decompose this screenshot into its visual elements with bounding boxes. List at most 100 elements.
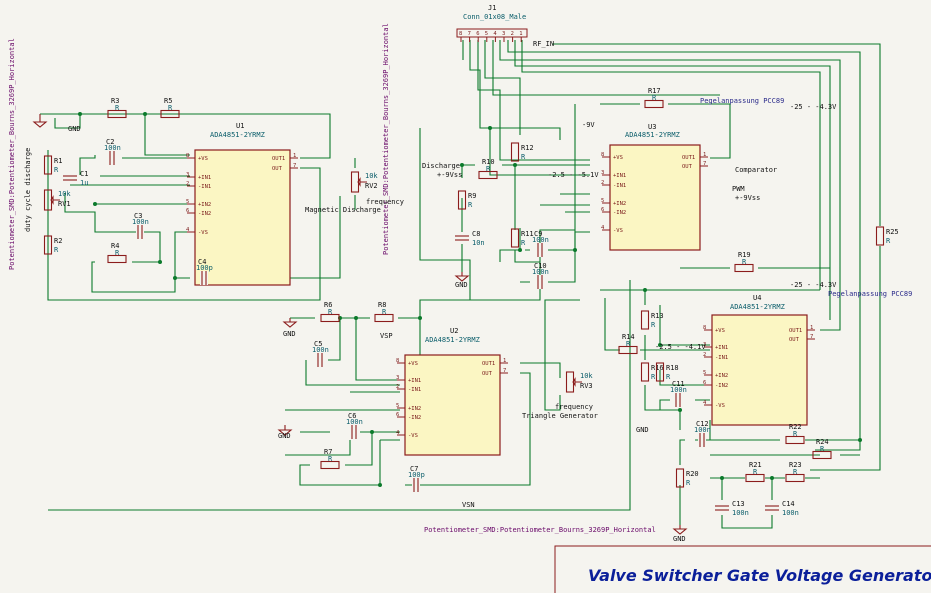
gnd-label-5: GND (673, 535, 686, 543)
ic-u3-rlabel-0: OUT1 (682, 155, 695, 161)
ic-u3-rlabel-1: OUT (682, 164, 693, 170)
j1-pin-3: 3 (502, 31, 505, 37)
ic-u2-rlabel-0: OUT1 (482, 361, 495, 367)
resistor-r9: R9R (457, 190, 476, 210)
potentiometer-ref-rv3: RV3 (580, 382, 593, 390)
ic-u2-label-2: -IN1 (408, 387, 421, 393)
ic-u4-pin-8: 8 (703, 325, 706, 331)
ic-u2-label-1: +IN1 (408, 378, 421, 384)
ic-u2-pin-4: 4 (396, 430, 400, 436)
ic-u4-label-4: -IN2 (715, 383, 728, 389)
resistor-ref-r21: R21 (749, 461, 762, 469)
resistor-ref-r2: R2 (54, 237, 62, 245)
potentiometer-value-rv1: 10k (58, 190, 71, 198)
pwm-amp-label: +-9Vss (735, 194, 760, 202)
capacitor-value-c9: 100n (532, 236, 549, 244)
ic-u1-pin-4: 4 (186, 227, 190, 233)
j1-pin-5: 5 (485, 31, 488, 37)
ic-u3-label-0: +VS (613, 155, 623, 161)
resistor-value-r25: R (886, 237, 891, 245)
ic-u4: U4 ADA4851-2YRMZ (711, 294, 808, 426)
ic-u1-rlabel-0: OUT1 (272, 156, 285, 162)
ic-u3-pin-5: 5 (601, 198, 604, 204)
schematic-title: Valve Switcher Gate Voltage Generator (588, 566, 931, 585)
resistor-value-r5: R (168, 104, 173, 112)
j1-pin-1: 1 (519, 31, 522, 37)
ic-u1-label-1: +IN1 (198, 175, 211, 181)
gnd-label-2: GND (455, 281, 468, 289)
resistor-r8: R8R (374, 301, 394, 323)
capacitor-value-c10: 100n (532, 268, 549, 276)
ic-u1-pin-8: 8 (186, 153, 189, 159)
resistor-value-r16: R (651, 373, 656, 381)
capacitor-value-c5: 100n (312, 346, 329, 354)
resistor-value-r22: R (793, 430, 798, 438)
ic-u3-pin-4: 4 (601, 225, 605, 231)
u1-ref: U1 (236, 122, 244, 130)
ic-u4-pin-6: 6 (703, 380, 706, 386)
capacitor-ref-c13: C13 (732, 500, 745, 508)
ic-u4-label-1: +IN1 (715, 345, 728, 351)
resistor-value-r20: R (686, 479, 691, 487)
ic-u3-pin-8: 8 (601, 152, 604, 158)
resistor-ref-r11: R11 (521, 230, 534, 238)
resistor-value-r14: R (626, 340, 631, 348)
ic-u1-label-5: -VS (198, 230, 208, 236)
ic-u4-label-3: +IN2 (715, 373, 728, 379)
resistor-value-r23: R (793, 468, 798, 476)
capacitor-ref-c2: C2 (106, 138, 114, 146)
resistor-ref-r19: R19 (738, 251, 751, 259)
ic-u4-rlabel-1: OUT (789, 337, 800, 343)
resistor-ref-r13: R13 (651, 312, 664, 320)
u2-value: ADA4851-2YRMZ (425, 336, 480, 344)
ic-u3-label-1: +IN1 (613, 173, 626, 179)
resistor-value-r24: R (820, 445, 825, 453)
gnd-symbols (32, 114, 688, 535)
rv3-footprint: Potentiometer_SMD:Potentiometer_Bourns_3… (424, 526, 656, 534)
ic-u2-label-5: -VS (408, 433, 418, 439)
net-labels: GND GND GND GND GND GND VSN VSP RF_IN -9… (68, 40, 912, 543)
ic-u2-pin-2: 2 (396, 384, 399, 390)
rv3-label-1: frequency (555, 403, 593, 411)
potentiometer-ref-rv1: RV1 (58, 200, 71, 208)
ic-u3-pin-3: 3 (601, 170, 604, 176)
ic-u1-rpin-1: 1 (293, 153, 296, 159)
ic-u2-pin-8: 8 (396, 358, 399, 364)
ic-u1-label-2: -IN1 (198, 184, 211, 190)
ic-u2-pin-6: 6 (396, 412, 399, 418)
ic-u3-rpin-1: 1 (703, 152, 706, 158)
capacitor-value-c13: 100n (732, 509, 749, 517)
gnd-label-3: GND (283, 330, 296, 338)
comparator-label: Comparator (735, 166, 777, 174)
ic-u2-pin-5: 5 (396, 403, 399, 409)
gnd-label-1: GND (68, 125, 81, 133)
ic-u1-pin-5: 5 (186, 199, 189, 205)
j1-pin-7: 7 (468, 31, 471, 37)
capacitor-ref-c6: C6 (348, 412, 356, 420)
gnd-label-6: GND (636, 426, 649, 434)
pegel-label-2: Pegelanpassung PCC89 (828, 290, 912, 298)
ic-u2-pin-3: 3 (396, 375, 399, 381)
resistor-value-r10: R (486, 165, 491, 173)
ic-u3-label-3: +IN2 (613, 201, 626, 207)
resistor-value-r9: R (468, 201, 473, 209)
ic-u3: U3 ADA4851-2YRMZ (609, 123, 701, 251)
resistor-r6: R6R (320, 301, 340, 323)
range-label-4: -2.5 - -4.1V (655, 343, 706, 351)
resistor-r2: R2R (43, 235, 62, 255)
